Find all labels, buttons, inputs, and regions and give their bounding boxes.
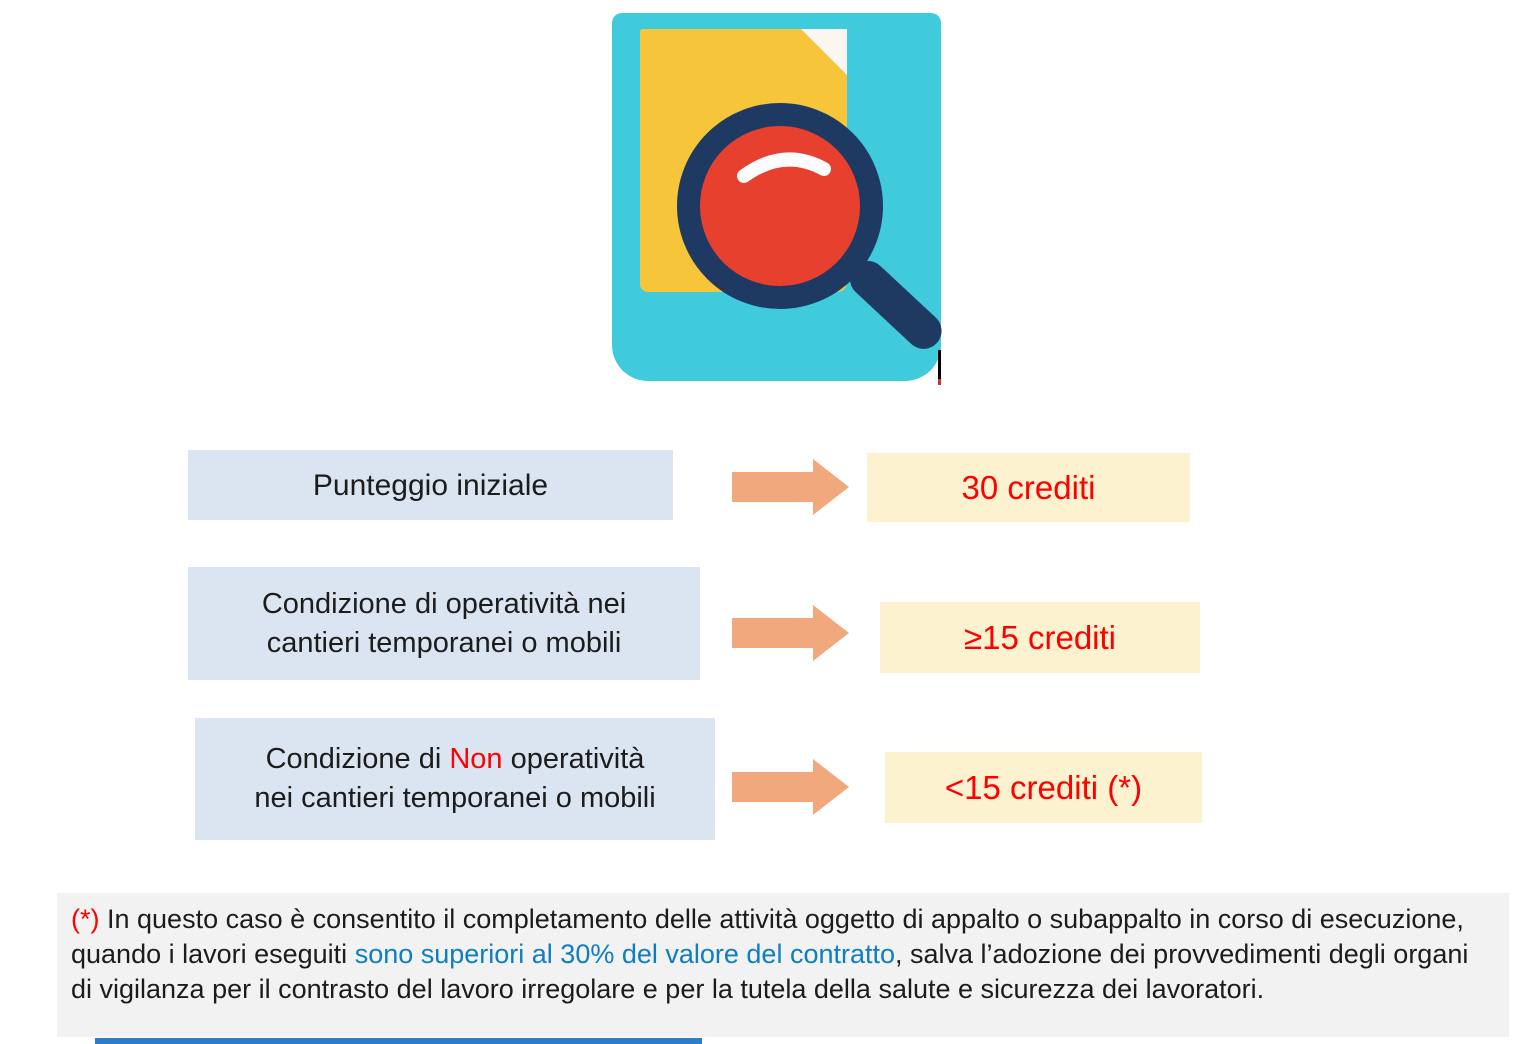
label-line1: Condizione di Non operatività bbox=[266, 740, 645, 779]
footnote-box: (*) In questo caso è consentito il compl… bbox=[57, 893, 1509, 1037]
value-text: <15 crediti (*) bbox=[944, 768, 1143, 806]
label-line1-post: operatività bbox=[502, 743, 645, 775]
label-line2: cantieri temporanei o mobili bbox=[266, 626, 622, 659]
arrow-row1 bbox=[732, 459, 849, 515]
value-box-lt-15-crediti: <15 crediti (*) bbox=[885, 752, 1202, 823]
lens-shine-highlight bbox=[732, 143, 836, 191]
arrow-tail bbox=[732, 772, 813, 802]
label-box-condizione-non-operativita: Condizione di Non operatività nei cantie… bbox=[195, 718, 715, 840]
footnote-text-after-link: , salva l’adozione dei provvedimenti deg… bbox=[71, 939, 1469, 1004]
screenshot-artifact-line bbox=[938, 350, 941, 380]
label-line2: nei cantieri temporanei o mobili bbox=[254, 782, 656, 814]
value-box-ge-15-crediti: ≥15 crediti bbox=[880, 602, 1200, 673]
footnote-text-before-link: In questo caso è consentito il completam… bbox=[71, 904, 1464, 969]
label-box-punteggio-iniziale: Punteggio iniziale bbox=[188, 450, 673, 520]
arrow-tail bbox=[732, 472, 813, 502]
magnifier-handle bbox=[842, 253, 950, 357]
footnote-asterisk-marker: (*) bbox=[71, 904, 100, 934]
arrow-tail bbox=[732, 618, 813, 648]
arrow-row3 bbox=[732, 759, 849, 815]
label-line1-pre: Condizione di bbox=[265, 743, 450, 775]
label-box-condizione-operativita: Condizione di operatività nei cantieri t… bbox=[188, 567, 700, 680]
label-line1: Condizione di operatività nei bbox=[261, 587, 627, 620]
value-box-30-crediti: 30 crediti bbox=[867, 453, 1190, 522]
arrow-row2 bbox=[732, 605, 849, 661]
screenshot-artifact-line-red bbox=[938, 379, 941, 385]
value-text: ≥15 crediti bbox=[963, 618, 1116, 656]
arrow-head bbox=[813, 459, 849, 515]
footnote-highlighted-text: sono superiori al 30% del valore del con… bbox=[354, 939, 896, 969]
label-line1-red-word: Non bbox=[449, 743, 503, 775]
arrow-head bbox=[813, 759, 849, 815]
arrow-head bbox=[813, 605, 849, 661]
value-text: 30 crediti bbox=[961, 468, 1096, 506]
bottom-blue-strip bbox=[95, 1038, 702, 1044]
document-with-magnifier-icon bbox=[612, 13, 950, 385]
label-text: Punteggio iniziale bbox=[312, 468, 549, 502]
